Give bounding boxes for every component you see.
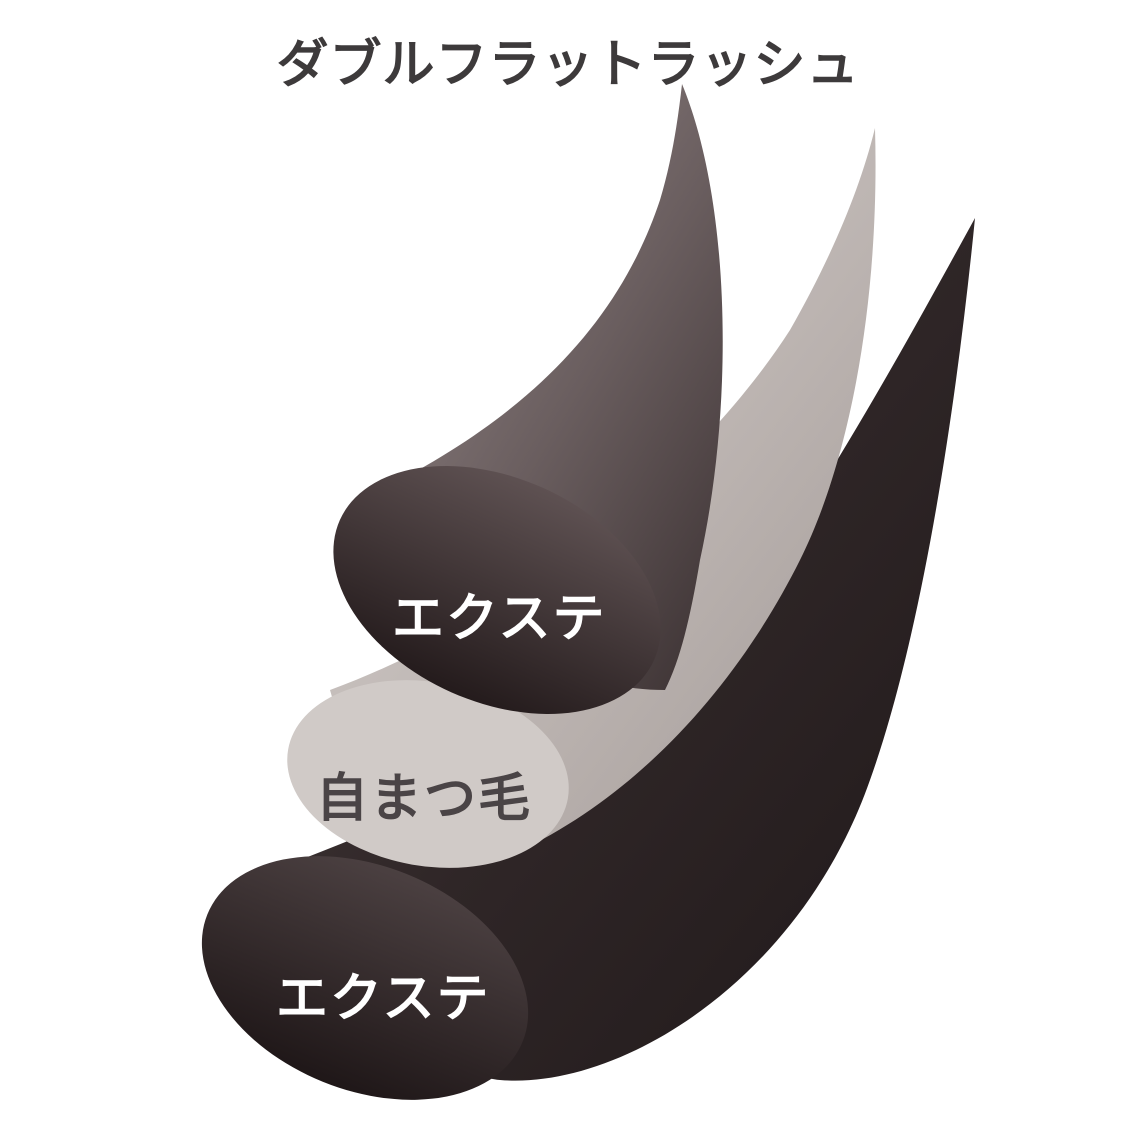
diagram-title: ダブルフラットラッシュ [276,35,860,95]
natural-lash-cross-section [287,680,569,868]
bottom-extension-label: エクステ [276,969,491,1029]
top-extension-label: エクステ [392,589,607,649]
top-extension-cross-section [333,466,661,714]
natural-lash-label: 自まつ毛 [316,769,533,829]
bottom-extension-cross-section [201,856,529,1100]
